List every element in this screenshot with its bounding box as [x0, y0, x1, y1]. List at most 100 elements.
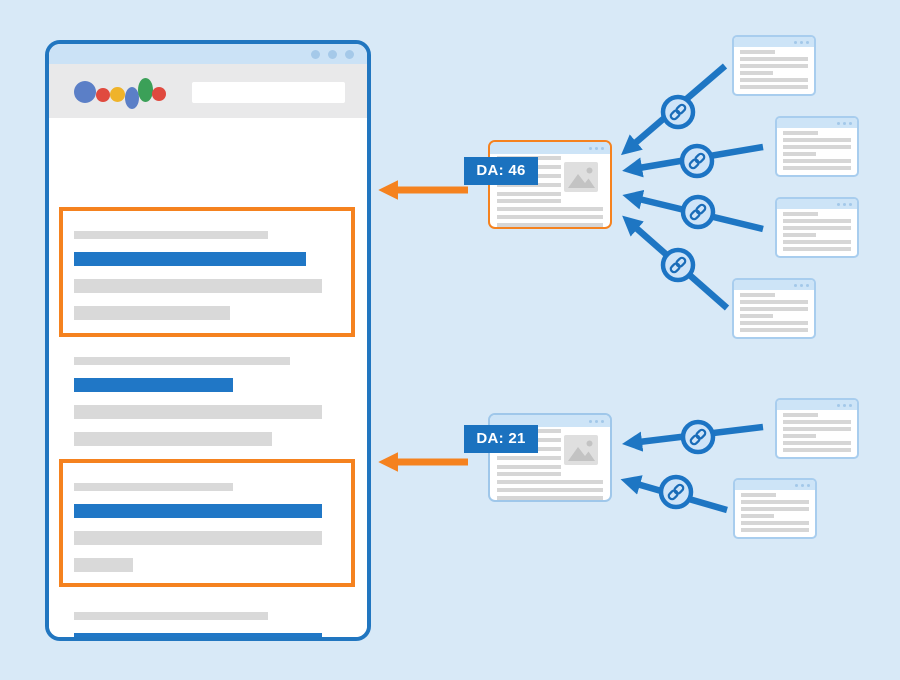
window-control-dot: [328, 49, 337, 59]
text-lines-block: [497, 472, 603, 500]
text-line: [783, 247, 851, 251]
result-url-bar: [74, 483, 233, 491]
text-line: [740, 78, 808, 82]
text-line: [497, 207, 603, 211]
link-icon: [658, 474, 694, 510]
card-body: [777, 128, 857, 170]
result-desc-bar: [74, 558, 133, 572]
text-line: [740, 307, 808, 311]
card-body: [734, 47, 814, 89]
text-line: [783, 131, 819, 135]
window-control-dot: [795, 483, 798, 487]
text-line: [497, 199, 561, 203]
window-control-dot: [601, 146, 604, 150]
result-title-bar[interactable]: [74, 504, 322, 518]
text-line: [740, 314, 773, 318]
window-control-dot: [800, 283, 803, 287]
card-titlebar: [735, 480, 815, 490]
text-line: [783, 159, 851, 163]
card-titlebar: [777, 400, 857, 410]
card-body: [734, 290, 814, 332]
result-desc-bar: [74, 405, 322, 419]
link-icon: [680, 419, 716, 455]
source-page-card[interactable]: [775, 398, 859, 459]
search-input[interactable]: [192, 82, 345, 103]
result-title-bar[interactable]: [74, 633, 322, 637]
target-page-card-da46[interactable]: [488, 140, 612, 229]
search-result-highlighted[interactable]: [59, 207, 355, 337]
search-result[interactable]: [74, 612, 322, 637]
window-control-dot: [595, 419, 598, 423]
text-line: [783, 441, 851, 445]
logo-dot-red: [96, 88, 110, 102]
window-control-dot: [601, 419, 604, 423]
text-line: [740, 328, 808, 332]
result-url-bar: [74, 231, 268, 239]
text-line: [783, 152, 816, 156]
image-placeholder-icon: [564, 162, 598, 192]
text-line: [497, 488, 603, 492]
card-titlebar: [734, 37, 814, 47]
link-icon-group: [658, 94, 716, 510]
result-title-bar[interactable]: [74, 378, 233, 392]
logo-dot-blue-oval: [125, 87, 139, 109]
source-page-card[interactable]: [775, 116, 859, 177]
text-line: [741, 500, 809, 504]
image-placeholder-icon: [564, 435, 598, 465]
search-result-highlighted[interactable]: [59, 459, 355, 587]
text-line: [783, 166, 851, 170]
logo-dot-yellow: [110, 87, 125, 102]
text-line: [497, 472, 561, 476]
result-url-bar: [74, 357, 290, 365]
text-line: [783, 427, 851, 431]
result-desc-bar: [74, 279, 322, 293]
search-result[interactable]: [74, 357, 322, 459]
text-line: [783, 233, 816, 237]
result-title-bar[interactable]: [74, 252, 306, 266]
google-dots-logo: [49, 64, 179, 118]
window-control-dot: [806, 40, 809, 44]
window-control-dot: [806, 283, 809, 287]
window-control-dot: [843, 121, 846, 125]
text-line: [740, 293, 776, 297]
text-line: [740, 300, 808, 304]
text-line: [741, 521, 809, 525]
link-icon: [679, 143, 715, 179]
text-line: [740, 321, 808, 325]
window-control-dot: [800, 40, 803, 44]
window-control-dot: [589, 146, 592, 150]
logo-dot-blue: [74, 81, 96, 103]
text-line: [740, 57, 808, 61]
text-line: [783, 226, 851, 230]
card-titlebar: [777, 118, 857, 128]
source-page-card[interactable]: [732, 35, 816, 96]
card-body: [735, 490, 815, 532]
card-titlebar: [777, 199, 857, 209]
text-line: [783, 219, 851, 223]
text-line: [741, 528, 809, 532]
search-results-list: [49, 118, 367, 637]
result-url-bar: [74, 612, 268, 620]
text-line: [497, 496, 603, 500]
result-desc-bar: [74, 306, 230, 320]
window-titlebar: [49, 44, 367, 64]
text-line: [741, 514, 774, 518]
source-page-card[interactable]: [775, 197, 859, 258]
source-page-card[interactable]: [733, 478, 817, 539]
window-control-dot: [801, 483, 804, 487]
text-line: [783, 413, 819, 417]
text-line: [740, 50, 776, 54]
text-line: [741, 507, 809, 511]
text-line: [497, 223, 603, 227]
text-line: [740, 64, 808, 68]
source-page-card[interactable]: [732, 278, 816, 339]
text-line: [497, 465, 561, 469]
window-control-dot: [843, 202, 846, 206]
card-titlebar: [490, 142, 610, 154]
window-control-dot: [311, 49, 320, 59]
text-line: [497, 480, 603, 484]
browser-toolbar: [49, 64, 367, 118]
text-line: [783, 434, 816, 438]
window-control-dot: [843, 403, 846, 407]
